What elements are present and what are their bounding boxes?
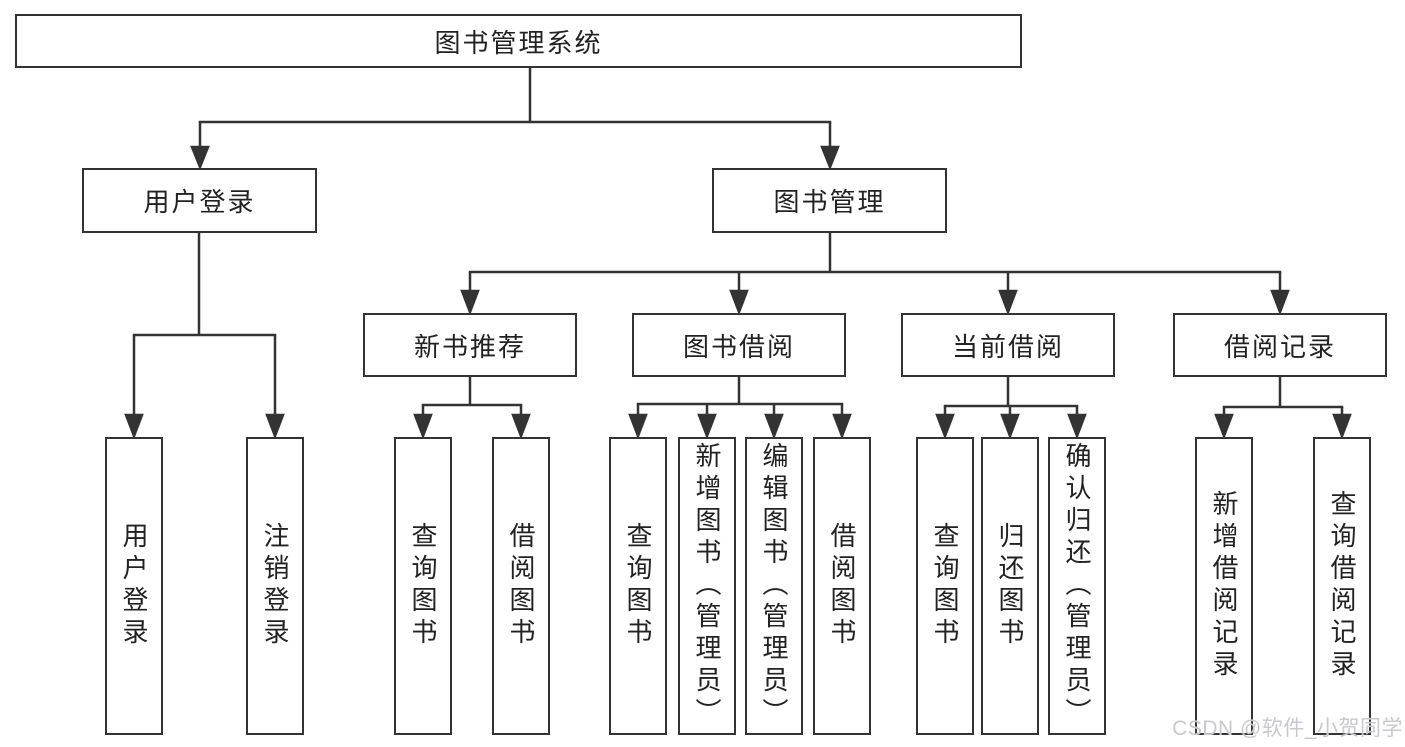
- arrowhead: [1000, 413, 1020, 440]
- leaf-add-borrow-record: 新增借阅记录: [1195, 437, 1253, 735]
- node-label: 借阅记录: [1223, 331, 1336, 362]
- leaf-label: 查询借阅记录: [1327, 490, 1357, 682]
- leaf-borrow-books-recommend: 借阅图书: [492, 437, 550, 735]
- arrowhead: [1067, 413, 1087, 440]
- leaf-label: 查询图书: [623, 522, 653, 650]
- arrowhead: [935, 413, 955, 440]
- node-label: 图书借阅: [682, 331, 795, 362]
- arrowhead: [1214, 413, 1234, 440]
- arrowhead: [998, 289, 1018, 316]
- leaf-edit-books-admin: 编辑图书（管理员）: [745, 437, 803, 735]
- arrowhead: [729, 289, 749, 316]
- arrowhead: [265, 413, 285, 440]
- node-borrowing-records: 借阅记录: [1173, 313, 1387, 377]
- leaf-label: 归还图书: [995, 522, 1025, 650]
- node-book-borrowing: 图书借阅: [632, 313, 846, 377]
- leaf-query-books-recommend: 查询图书: [394, 437, 452, 735]
- node-current-borrowing: 当前借阅: [901, 313, 1115, 377]
- arrowhead: [460, 289, 480, 316]
- arrowhead: [820, 145, 840, 171]
- node-label: 图书管理: [773, 187, 886, 217]
- leaf-query-books-current: 查询图书: [916, 437, 974, 735]
- node-label: 图书管理系统: [434, 27, 603, 58]
- node-label: 新书推荐: [413, 331, 526, 362]
- node-library-system: 图书管理系统: [15, 14, 1022, 68]
- arrowhead: [190, 145, 210, 171]
- leaf-label: 新增借阅记录: [1209, 490, 1239, 682]
- node-label: 当前借阅: [951, 331, 1064, 362]
- arrowhead: [124, 413, 144, 440]
- leaf-label: 新增图书（管理员）: [692, 442, 722, 730]
- leaf-return-books: 归还图书: [981, 437, 1039, 735]
- arrowhead: [764, 413, 784, 440]
- leaf-borrow-books: 借阅图书: [813, 437, 871, 735]
- arrowhead: [511, 413, 531, 440]
- leaf-query-books-borrow: 查询图书: [609, 437, 667, 735]
- arrowhead: [1332, 413, 1352, 440]
- node-new-book-recommend: 新书推荐: [363, 313, 577, 377]
- leaf-add-books-admin: 新增图书（管理员）: [678, 437, 736, 735]
- csdn-watermark: CSDN @软件_小贺同学: [1172, 717, 1403, 740]
- node-label: 用户登录: [143, 187, 256, 217]
- leaf-label: 查询图书: [408, 522, 438, 650]
- leaf-label: 借阅图书: [506, 522, 536, 650]
- arrowhead: [628, 413, 648, 440]
- leaf-label: 注销登录: [260, 522, 290, 650]
- node-book-management: 图书管理: [712, 168, 947, 233]
- leaf-label: 确认归还（管理员）: [1062, 442, 1092, 730]
- leaf-user-login: 用户登录: [105, 437, 163, 735]
- leaf-label: 编辑图书（管理员）: [759, 442, 789, 730]
- leaf-logout: 注销登录: [246, 437, 304, 735]
- leaf-label: 用户登录: [119, 522, 149, 650]
- leaf-label: 查询图书: [930, 522, 960, 650]
- arrowhead: [1270, 289, 1290, 316]
- leaf-label: 借阅图书: [827, 522, 857, 650]
- arrowhead: [413, 413, 433, 440]
- node-user-login: 用户登录: [82, 168, 317, 233]
- leaf-confirm-return-admin: 确认归还（管理员）: [1048, 437, 1106, 735]
- arrowhead: [832, 413, 852, 440]
- arrowhead: [697, 413, 717, 440]
- leaf-query-borrow-record: 查询借阅记录: [1313, 437, 1371, 735]
